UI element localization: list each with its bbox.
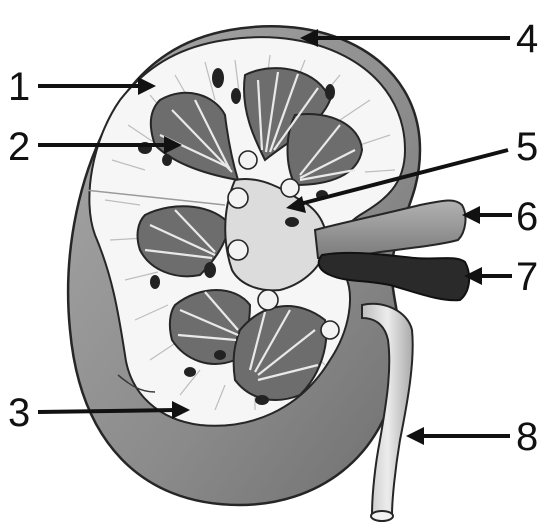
label-3: 3	[8, 391, 30, 435]
label-1: 1	[8, 65, 30, 109]
arrow-3	[38, 410, 176, 412]
label-5: 5	[516, 125, 538, 169]
label-7: 7	[516, 255, 538, 299]
label-6: 6	[516, 195, 538, 239]
label-4: 4	[516, 17, 538, 61]
ureter-opening	[371, 511, 393, 521]
label-2: 2	[8, 125, 30, 169]
label-8: 8	[516, 415, 538, 459]
